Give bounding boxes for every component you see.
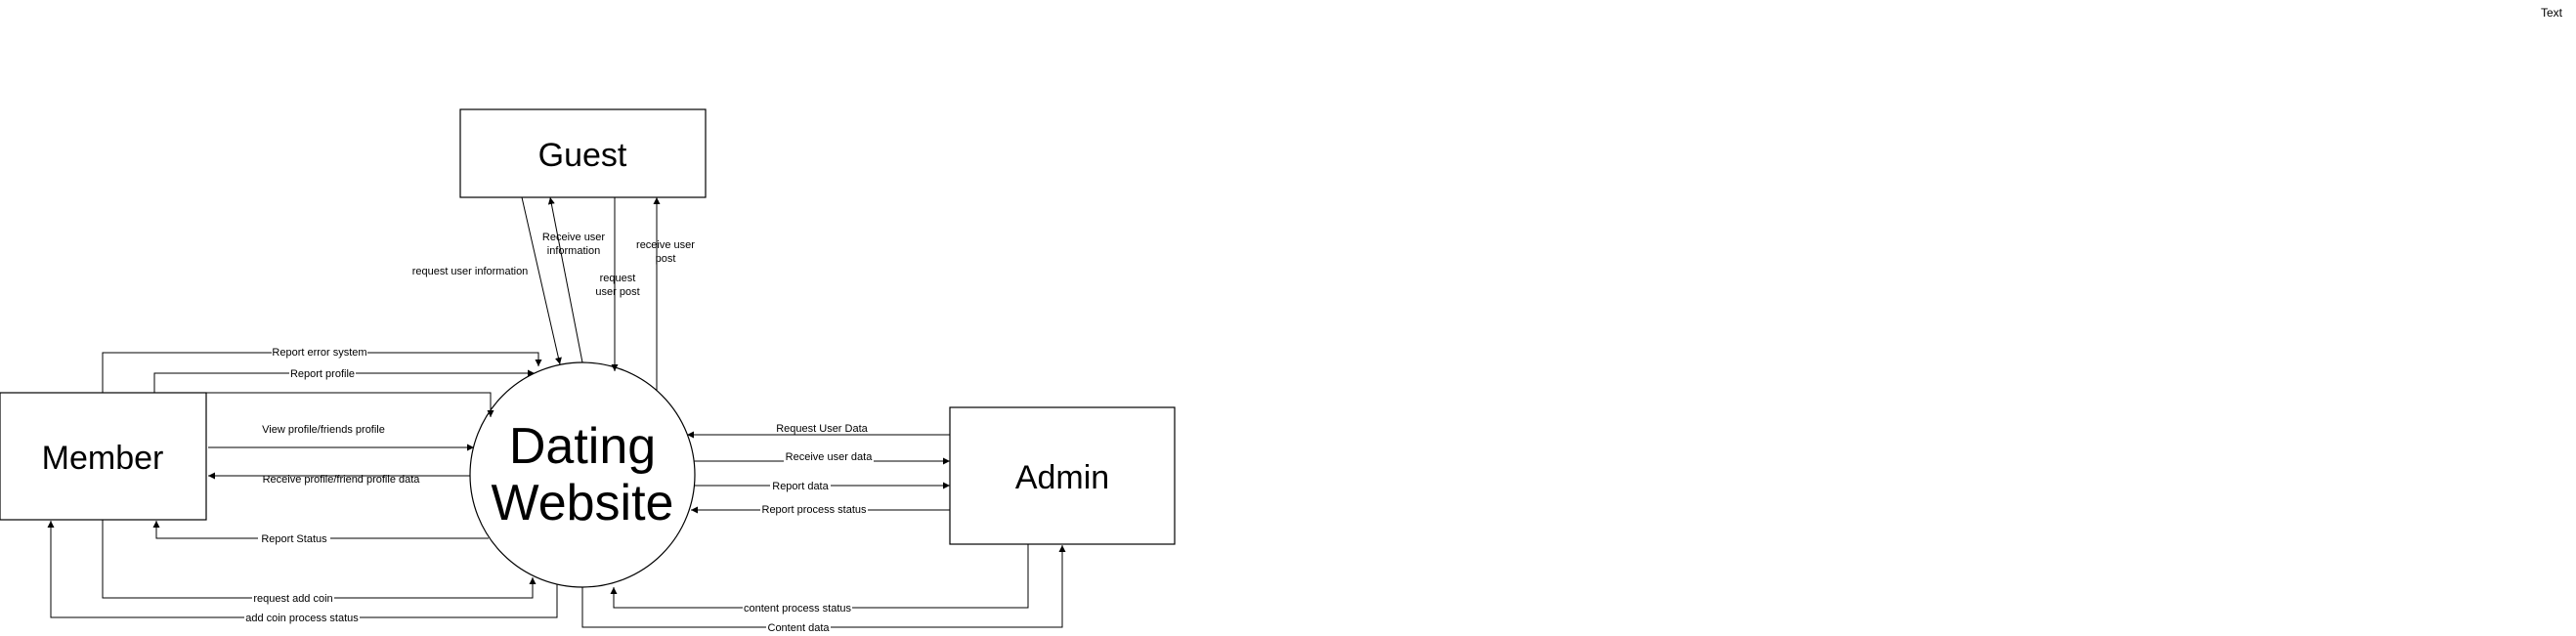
label-content-data: Content data (768, 622, 831, 634)
label-receive-user-data: Receive user data (786, 451, 874, 463)
label-receive-user-post-2: post (656, 253, 676, 265)
arrow-report-profile (153, 369, 535, 393)
label-request-user-information: request user information (412, 266, 529, 277)
arrow-request-user-information (521, 196, 562, 365)
process-label-line1: Dating (509, 418, 656, 475)
label-add-coin-process-status: add coin process status (245, 613, 359, 624)
arrow-content-process-status (610, 544, 1029, 609)
label-report-process-status: Report process status (762, 504, 867, 516)
guest-entity-label: Guest (538, 137, 627, 174)
guest-entity-box[interactable] (459, 108, 707, 198)
label-request-add-coin: request add coin (253, 593, 332, 605)
corner-text: Text (2540, 6, 2562, 20)
label-receive-user-information-2: information (547, 245, 600, 257)
label-report-data: Report data (772, 481, 829, 492)
label-receive-user-post-1: receive user (636, 239, 695, 251)
label-receive-user-information-1: Receive user (542, 232, 606, 243)
arrow-receive-user-information (547, 196, 583, 363)
label-report-profile: Report profile (290, 368, 355, 380)
label-request-user-post-1: request (600, 273, 636, 284)
arrow-report-profile-b (154, 392, 494, 417)
member-entity-label: Member (42, 440, 164, 477)
process-label-line2: Website (492, 475, 674, 531)
admin-entity-label: Admin (1015, 459, 1109, 496)
member-entity-box[interactable] (0, 392, 207, 521)
label-receive-profile-data: Receive profile/friend profile data (263, 474, 421, 486)
label-report-status: Report Status (261, 533, 327, 545)
label-view-profile: View profile/friends profile (262, 424, 385, 436)
label-request-user-data: Request User Data (776, 423, 868, 435)
admin-entity-box[interactable] (949, 406, 1176, 545)
label-content-process-status: content process status (744, 603, 852, 615)
label-request-user-post-2: user post (595, 286, 639, 298)
label-report-error-system: Report error system (272, 347, 366, 359)
arrow-report-status (152, 521, 489, 539)
